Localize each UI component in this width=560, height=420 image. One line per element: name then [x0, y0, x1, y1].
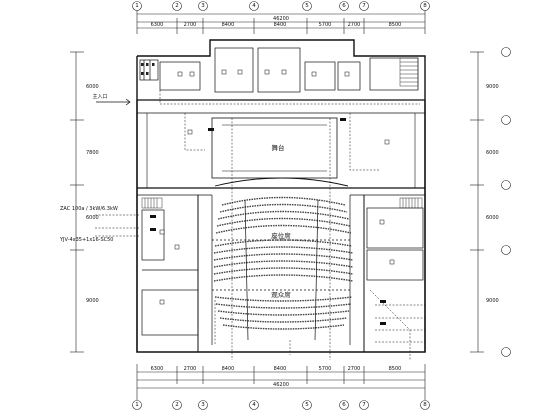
- light-fixtures: [159, 69, 395, 305]
- axis-label-bottom-3: 3: [201, 402, 205, 408]
- axis-label-bottom-5: 5: [305, 402, 309, 408]
- dim-top-1: 6300: [151, 22, 164, 28]
- panel-note: ZAC 100a / 3kW/6.3kW: [60, 206, 118, 212]
- dim-right-3: 6000: [486, 215, 499, 221]
- entrance-label: 主入口: [92, 93, 107, 100]
- axis-label-bottom-6: 6: [342, 402, 346, 408]
- stage-label: 舞台: [272, 143, 285, 152]
- axis-label-top-7: 7: [362, 3, 366, 9]
- axis-label-top-4: 4: [252, 3, 256, 9]
- axis-label-bottom-8: 8: [423, 402, 427, 408]
- left-dimension-lines: [70, 51, 84, 353]
- axis-label-bottom-7: 7: [362, 402, 366, 408]
- dim-right-4: 9000: [486, 298, 499, 304]
- electrical-wiring: [95, 90, 425, 360]
- right-dimension-values: 9000 6000 6000 9000: [486, 84, 499, 304]
- dim-top-4: 8400: [274, 22, 287, 28]
- axis-label-top-2: 2: [175, 3, 179, 9]
- bottom-dimension-values: 6300 2700 8400 8400 5700 2700 8500 46200: [151, 366, 402, 388]
- dim-right-2: 6000: [486, 150, 499, 156]
- bottom-axis-bubbles: 1 2 3 4 5 6 7 8: [132, 400, 430, 410]
- dim-top-3: 8400: [222, 22, 235, 28]
- axis-label-top-1: 1: [135, 3, 139, 9]
- dim-top-6: 2700: [348, 22, 361, 28]
- top-dimension-lines: [136, 8, 426, 34]
- entrance-arrow-icon: [96, 98, 131, 106]
- axis-label-bottom-2: 2: [175, 402, 179, 408]
- dim-left-2: 7800: [86, 150, 99, 156]
- audience-label: 观众席: [271, 290, 291, 299]
- left-dimension-values: 6000 7800 6000 9000: [86, 84, 99, 304]
- dim-bottom-1: 6300: [151, 366, 164, 372]
- dim-right-1: 9000: [486, 84, 499, 90]
- dim-bottom-4: 8400: [274, 366, 287, 372]
- dim-top-5: 5700: [319, 22, 332, 28]
- bottom-dimension-lines: [136, 364, 426, 400]
- right-axis-bubbles: [501, 47, 511, 357]
- dim-total-top: 46200: [273, 16, 289, 22]
- toilet-fixture-icons: [141, 63, 155, 75]
- dim-left-4: 9000: [86, 298, 99, 304]
- dim-bottom-6: 2700: [348, 366, 361, 372]
- dim-bottom-5: 5700: [319, 366, 332, 372]
- dim-bottom-2: 2700: [184, 366, 197, 372]
- building-walls: [136, 39, 426, 353]
- annex-rooms: [139, 47, 419, 93]
- axis-label-top-8: 8: [423, 3, 427, 9]
- staircases: [141, 57, 423, 209]
- aisle-lines: [211, 177, 351, 345]
- top-axis-bubbles: 1 2 3 4 5 6 7 8: [132, 1, 430, 11]
- top-dimension-values: 46200 6300 2700 8400 8400 5700 2700 8500: [151, 16, 402, 28]
- cable-note: YJV-4x35+1x16-SC50: [59, 237, 114, 243]
- axis-label-top-6: 6: [342, 3, 346, 9]
- dim-bottom-7: 8500: [389, 366, 402, 372]
- axis-label-bottom-1: 1: [135, 402, 139, 408]
- dim-top-2: 2700: [184, 22, 197, 28]
- axis-label-bottom-4: 4: [252, 402, 256, 408]
- dim-total-bottom: 46200: [273, 382, 289, 388]
- dim-top-7: 8500: [389, 22, 402, 28]
- dim-left-3: 6000: [86, 215, 99, 221]
- dim-bottom-3: 8400: [222, 366, 235, 372]
- dim-left-1: 6000: [86, 84, 99, 90]
- right-dimension-lines: [470, 51, 484, 353]
- axis-label-top-3: 3: [201, 3, 205, 9]
- axis-label-top-5: 5: [305, 3, 309, 9]
- auditorium-seating: [213, 196, 354, 330]
- seating-label: 座位席: [271, 231, 291, 240]
- distribution-panels: [150, 118, 386, 325]
